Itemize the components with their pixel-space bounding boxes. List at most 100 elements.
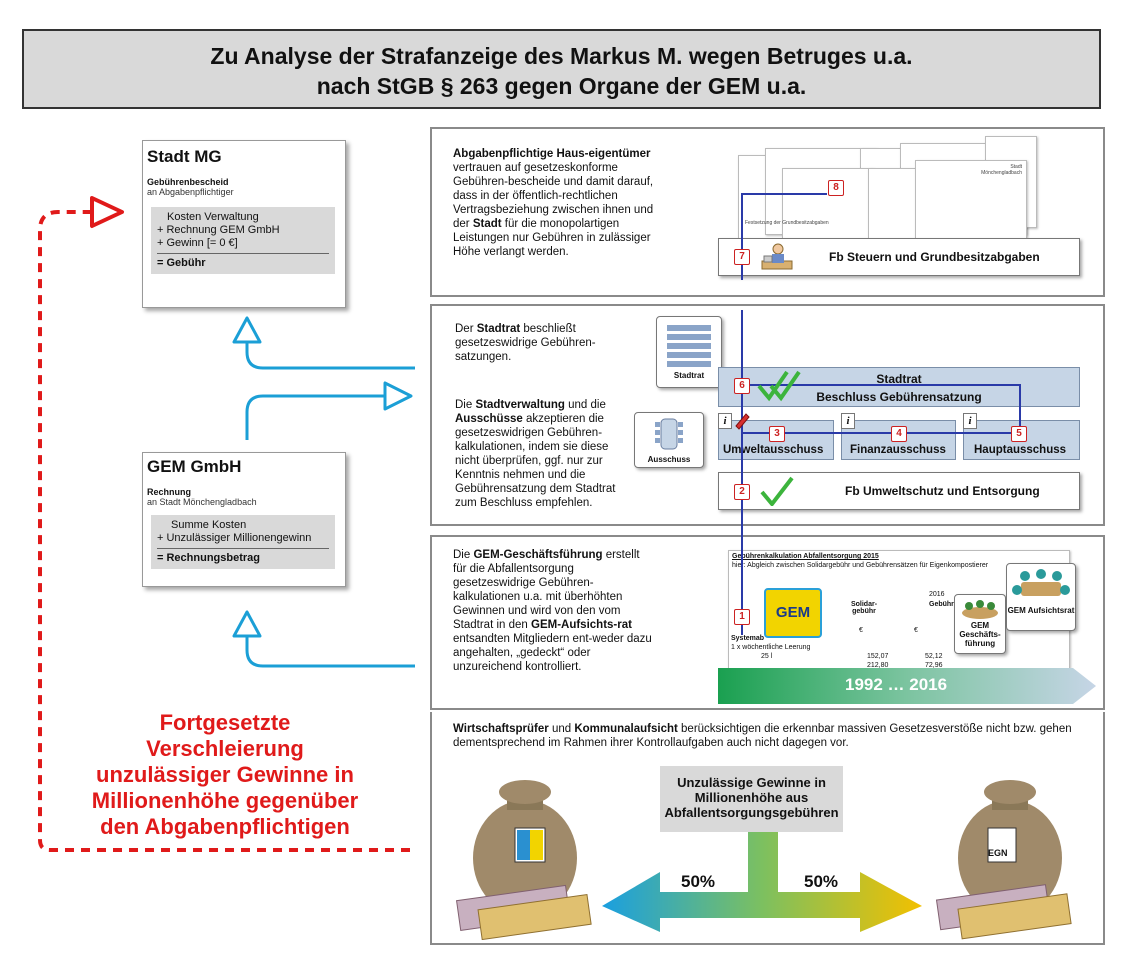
process-flow-line [741, 193, 1021, 635]
title-line-1: Zu Analyse der Strafanzeige des Markus M… [210, 43, 913, 69]
box-fb-umwelt: Fb Umweltschutz und Entsorgung [718, 472, 1080, 510]
step-7: 7 [734, 249, 750, 265]
text-span: Die [453, 549, 474, 561]
money-bag-egn-icon [935, 780, 1072, 940]
panel2-text-b: Die Stadtverwaltung und die Ausschüsse a… [455, 398, 635, 510]
calc-result: = Gebühr [157, 257, 206, 269]
split-arrow [602, 832, 922, 932]
step-6: 6 [734, 378, 750, 394]
text-span: Der [455, 323, 477, 335]
text-span: berücksichtigen die erkennbar massiven G… [453, 723, 1072, 749]
sheet-cell: Systemab [731, 635, 765, 642]
doc-stadt-title: Stadt MG [147, 147, 222, 166]
sheet-text: Mönchengladbach [981, 170, 1022, 176]
pen-icon [735, 413, 750, 430]
doc-stadt-subtitle: Gebührenbescheid [147, 177, 229, 187]
stadtrat-icon-label: Stadtrat [673, 371, 705, 380]
bold-term: Wirtschaftsprüfer [453, 723, 549, 735]
doc-gem-calculation: Summe Kosten + Unzulässiger Millionengew… [151, 515, 335, 569]
text-span: und [548, 723, 575, 735]
calc-result: = Rechnungsbetrag [157, 552, 260, 564]
sheet-cell: 52,12 [925, 653, 943, 660]
tax-sheet: Stadt Mönchengladbach [915, 160, 1027, 242]
dashed-feedback-arrow [38, 196, 410, 852]
doc-gem-gmbh: GEM GmbH Rechnung an Stadt Mönchengladba… [142, 452, 346, 587]
blue-flow-arrows [232, 316, 415, 668]
supervisory-board-icon [1012, 569, 1070, 596]
check-icon [760, 476, 794, 506]
panel3-text: Die GEM-Geschäftsführung erstellt für di… [453, 548, 653, 674]
sheet-subtitle: hier: Abgleich zwischen Solidargebühr un… [732, 562, 989, 569]
red-caption-line: den Abgabenpflichtigen [100, 814, 350, 839]
sheet-cell: 1 x wöchentliche Leerung [731, 644, 811, 651]
bold-term: Stadt [472, 218, 502, 230]
sheet-cell: € [914, 627, 918, 634]
stadtrat-icon-card: Stadtrat [656, 316, 722, 388]
ausschuss-icon-card: Ausschuss [634, 412, 704, 468]
calc-line: + Gewinn [= 0 €] [157, 237, 238, 249]
doc-gem-recipient: an Stadt Mönchengladbach [147, 497, 257, 507]
sheet-year: 2016 [929, 591, 945, 598]
calc-line: Summe Kosten [171, 519, 247, 531]
panel1-text: Abgabenpflichtige Haus-eigentümer vertra… [453, 147, 658, 259]
sheet-cell: 25 l [761, 653, 773, 660]
red-caption-line: Millionenhöhe gegenüber [91, 788, 359, 813]
step-1: 1 [734, 609, 750, 625]
bold-term: Abgabenpflichtige Haus-eigentümer [453, 148, 651, 160]
red-caption-line: unzulässiger Gewinne in [96, 762, 354, 787]
illegal-profits-box: Unzulässige Gewinne in Millionenhöhe aus… [660, 766, 843, 832]
panel2-text-a: Der Stadtrat beschließt gesetzeswidrige … [455, 322, 625, 364]
bold-term: GEM-Aufsichts-rat [531, 619, 632, 631]
calc-line: + Rechnung GEM GmbH [157, 224, 280, 236]
committee-label: Umweltausschuss [723, 444, 824, 456]
text-span: akzeptieren die gesetzeswidrigen Gebühre… [455, 413, 616, 509]
text-span: Die [455, 399, 476, 411]
text-span: entsandten Mitgliedern ent-weder dazu an… [453, 633, 652, 673]
doc-gem-title: GEM GmbH [147, 457, 242, 476]
sheet-col: Solidar-gebühr [850, 601, 878, 615]
info-icon: i [963, 413, 977, 429]
gem-geschaeftsfuehrung-card: GEM Geschäfts-führung [954, 594, 1006, 654]
sheet-title: Gebührenkalkulation Abfallentsorgung 201… [732, 553, 879, 560]
management-icon [962, 600, 998, 619]
left-percent: 50% [681, 872, 716, 891]
bold-term: GEM-Geschäftsführung [473, 549, 603, 561]
red-caption-line: Fortgesetzte [159, 710, 291, 735]
timeline-arrow [718, 668, 1096, 704]
step-2: 2 [734, 484, 750, 500]
info-icon: i [718, 413, 732, 429]
sheet-cell: 72,96 [925, 662, 943, 669]
bold-term: Stadtverwaltung [475, 399, 565, 411]
sheet-cell: € [859, 627, 863, 634]
bold-term: Kommunalaufsicht [574, 723, 678, 735]
info-icon: i [841, 413, 855, 429]
calc-line: Kosten Verwaltung [167, 211, 259, 223]
text-span: und die [564, 399, 606, 411]
sheet-header: Stadt Mönchengladbach [916, 161, 1026, 179]
gem-logo: GEM [764, 588, 822, 638]
double-check-icon [757, 370, 801, 402]
ar-label: GEM Aufsichtsrat [1007, 606, 1075, 615]
text-span: beschließt gesetzeswidrige Gebühren-satz… [455, 323, 596, 363]
text-span: vertrauen auf gesetzeskonforme Gebühren-… [453, 162, 654, 230]
step-4: 4 [891, 426, 907, 442]
sheet-caption: Festsetzung der Grundbesitzabgaben [745, 220, 829, 226]
doc-stadt-calculation: Kosten Verwaltung + Rechnung GEM GmbH + … [151, 207, 335, 274]
doc-gem-subtitle: Rechnung [147, 487, 191, 497]
committee-label: Hauptausschuss [974, 444, 1067, 456]
step-8: 8 [828, 180, 844, 196]
gf-label: GEM Geschäfts-führung [959, 621, 1001, 648]
money-bag-city-icon [455, 780, 592, 940]
egn-label: EGN [988, 848, 1008, 858]
title-banner: Zu Analyse der Strafanzeige des Markus M… [22, 29, 1101, 109]
clerk-icon [761, 243, 793, 270]
timeline-label: 1992 … 2016 [845, 675, 948, 694]
text-span: erstellt für die Abfallentsorgung gesetz… [453, 549, 640, 631]
red-caption: Fortgesetzte Verschleierung unzulässiger… [55, 710, 395, 840]
committee-label: Finanzausschuss [850, 444, 946, 456]
title-line-2: nach StGB § 263 gegen Organe der GEM u.a… [316, 73, 807, 99]
box-fb-steuern-label: Fb Steuern und Grundbesitzabgaben [829, 250, 1040, 264]
stadtrat-box-line1: Stadtrat [876, 372, 922, 386]
sheet-cell: 212,80 [867, 662, 889, 669]
sheet-cell: 152,07 [867, 653, 889, 660]
